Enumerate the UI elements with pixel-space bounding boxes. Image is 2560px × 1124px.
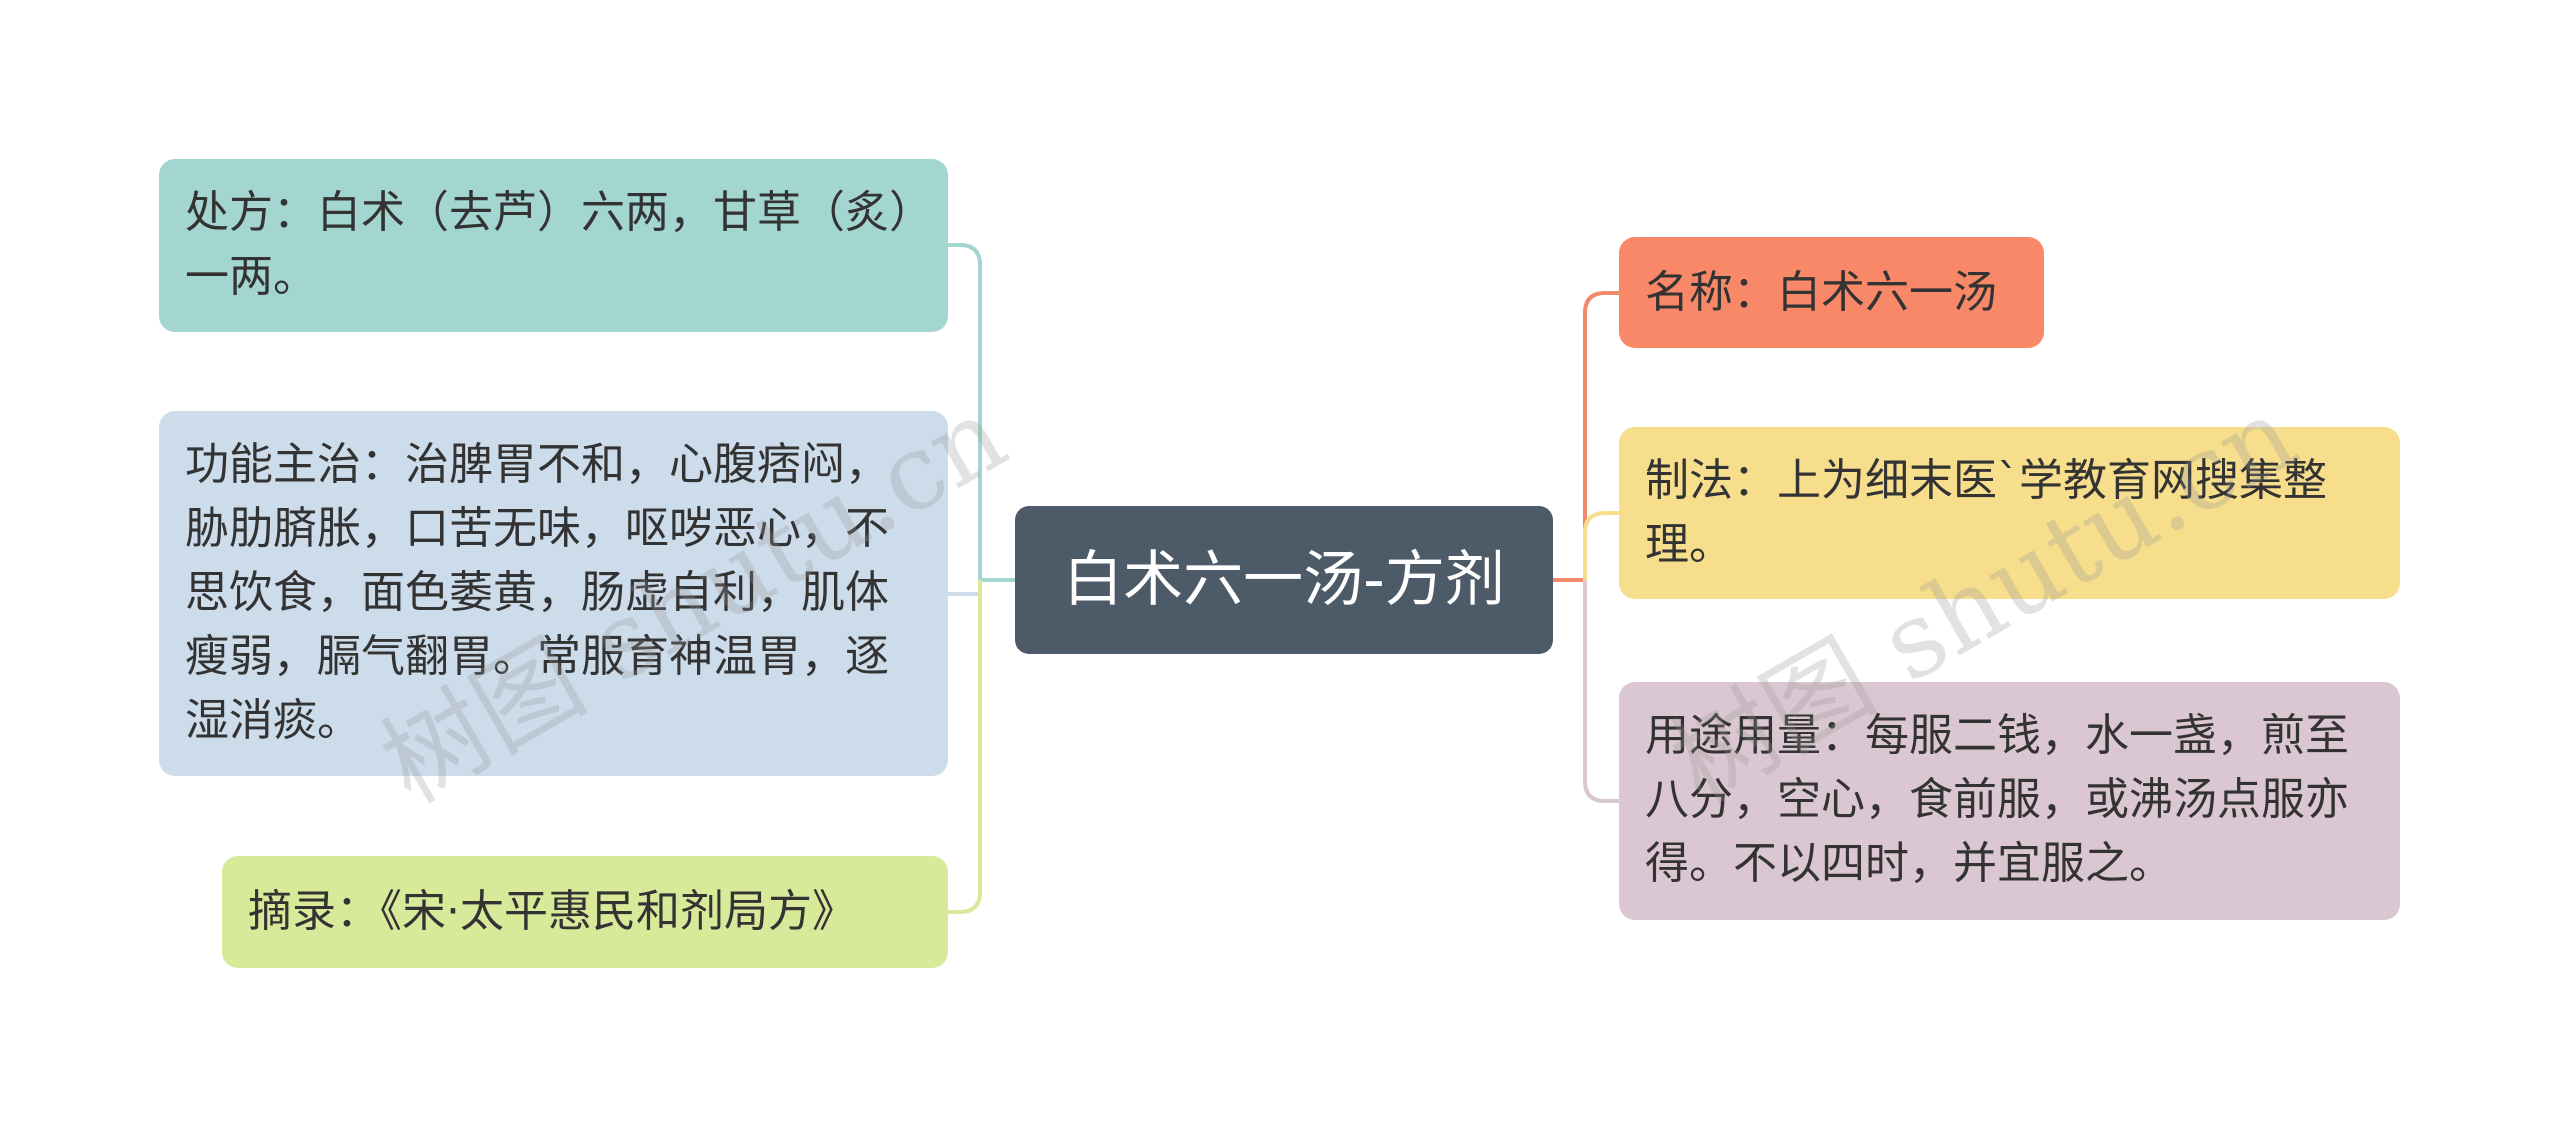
node-functions-indications[interactable]: 功能主治：治脾胃不和，心腹痞闷，胁肋𦜝胀，口苦无味，呕哕恶心，不思饮食，面色萎黄… [159, 411, 948, 776]
connector-yongtu [1583, 580, 1619, 803]
node-prescription-text: 处方：白术（去芦）六两，甘草（炙）一两。 [185, 187, 911, 302]
central-topic-text: 白术六一汤-方剂 [1063, 545, 1505, 615]
node-functions-indications-text: 功能主治：治脾胃不和，心腹痞闷，胁肋𦜝胀，口苦无味，呕哕恶心，不思饮食，面色萎黄… [185, 439, 889, 746]
connector-chufang [948, 243, 1015, 582]
node-usage-dosage[interactable]: 用途用量：每服二钱，水一盏，煎至八分，空心，食前服，或沸汤点服亦得。不以四时，并… [1619, 682, 2400, 920]
central-topic[interactable]: 白术六一汤-方剂 [1015, 506, 1553, 654]
node-preparation-text: 制法：上为细末医`学教育网搜集整理。 [1645, 455, 2327, 570]
node-usage-dosage-text: 用途用量：每服二钱，水一盏，煎至八分，空心，食前服，或沸汤点服亦得。不以四时，并… [1645, 710, 2349, 889]
connector-zhifa [1583, 511, 1619, 580]
node-source-excerpt-text: 摘录：《宋·太平惠民和剂局方》 [248, 886, 856, 937]
node-source-excerpt[interactable]: 摘录：《宋·太平惠民和剂局方》 [222, 856, 948, 968]
node-preparation[interactable]: 制法：上为细末医`学教育网搜集整理。 [1619, 427, 2400, 599]
node-name[interactable]: 名称：白术六一汤 [1619, 237, 2044, 348]
node-name-text: 名称：白术六一汤 [1645, 266, 1997, 318]
node-prescription[interactable]: 处方：白术（去芦）六两，甘草（炙）一两。 [159, 159, 948, 332]
connector-zhailu [948, 580, 982, 914]
